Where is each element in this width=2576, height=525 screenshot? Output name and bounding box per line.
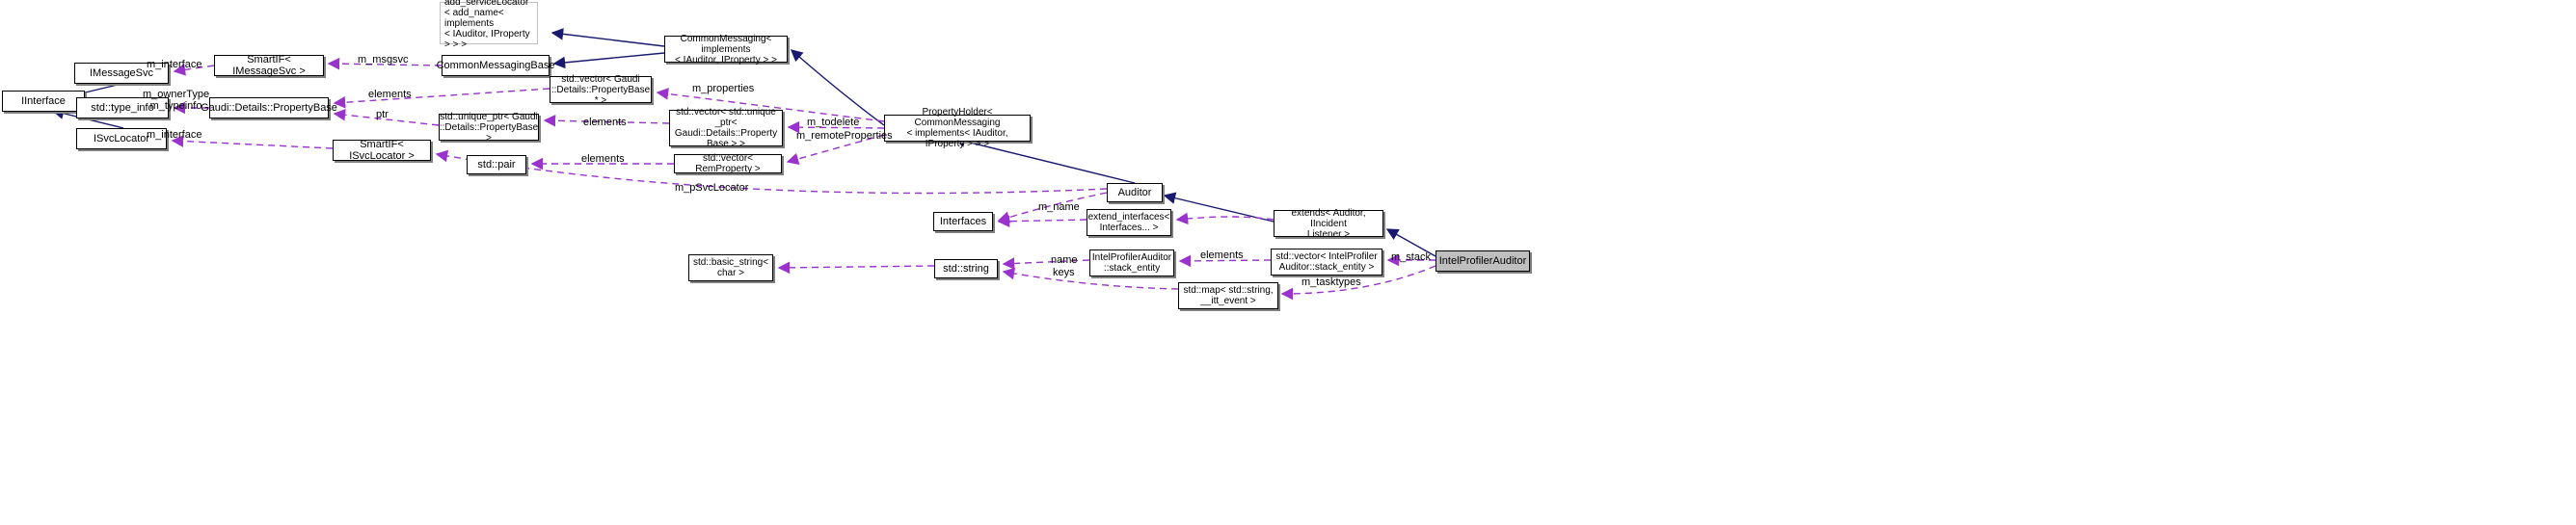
node-extend-interfaces[interactable]: extend_interfaces< Interfaces... > — [1087, 209, 1171, 236]
node-vector-unique-ptr[interactable]: std::vector< std::unique _ptr< Gaudi::De… — [669, 107, 783, 149]
edge-stdstring-basicstring — [777, 261, 935, 275]
edge-label-m-interface-top: m_interface — [147, 59, 202, 70]
edge-label-m-msgsvc: m_msgsvc — [358, 54, 409, 66]
edge-label-m-tasktypes: m_tasktypes — [1301, 276, 1361, 288]
edge-label-name: name — [1051, 254, 1078, 266]
node-smartif-isvclocator[interactable]: SmartIF< ISvcLocator > — [333, 139, 431, 162]
edge-commonmessaging-commonmessagingbase — [552, 52, 665, 69]
node-add-servicelocator[interactable]: add_serviceLocator < add_name< implement… — [440, 0, 538, 50]
node-stack-entity[interactable]: IntelProfilerAuditor ::stack_entity — [1089, 249, 1174, 276]
edge-extends-auditor — [1163, 192, 1275, 223]
edge-propertyholder-commonmessaging — [790, 49, 885, 126]
node-propertyholder[interactable]: PropertyHolder< CommonMessaging < implem… — [884, 107, 1031, 149]
edge-label-ptr: ptr — [376, 109, 389, 120]
node-extends-auditor-iincidentlistener[interactable]: extends< Auditor, IIncident Listener > — [1274, 208, 1383, 240]
edge-label-m-stack: m_stack — [1391, 251, 1431, 263]
node-std-basic-string[interactable]: std::basic_string< char > — [688, 254, 773, 281]
node-map-string-itt-event[interactable]: std::map< std::string, __itt_event > — [1178, 282, 1278, 309]
edge-label-m-ownertype-m-typeinfo: m_ownerType m_typeinfo — [143, 89, 210, 112]
node-intelprofilerauditor[interactable]: IntelProfilerAuditor — [1436, 250, 1530, 272]
edge-label-m-interface-bottom: m_interface — [147, 129, 202, 141]
edge-vecpropertybaseptr-propertybase — [333, 88, 550, 109]
node-smartif-imessagesvc[interactable]: SmartIF< IMessageSvc > — [214, 54, 324, 77]
edge-label-m-name: m_name — [1038, 201, 1080, 213]
node-vector-remproperty[interactable]: std::vector< RemProperty > — [674, 153, 782, 174]
node-iinterface[interactable]: IInterface — [2, 91, 85, 112]
edge-label-elements-pair: elements — [581, 153, 625, 165]
node-commonmessagingbase[interactable]: CommonMessagingBase — [437, 55, 554, 76]
edge-label-elements-uniqueptr: elements — [583, 117, 627, 128]
edge-commonmessaging-addservicelocator — [550, 28, 665, 47]
node-vector-propertybase-ptr[interactable]: std::vector< Gaudi ::Details::PropertyBa… — [550, 73, 652, 106]
edge-label-m-remoteproperties: m_remoteProperties — [796, 130, 893, 142]
edge-label-elements-propertybase: elements — [368, 89, 412, 100]
edge-label-elements-stackentity: elements — [1200, 249, 1244, 261]
edge-extendinterfaces-interfaces — [997, 215, 1087, 228]
node-gaudi-details-propertybase[interactable]: Gaudi::Details::PropertyBase — [201, 97, 337, 118]
edge-label-m-todelete: m_todelete — [807, 117, 860, 128]
node-std-string[interactable]: std::string — [934, 259, 998, 278]
edge-label-m-properties: m_properties — [692, 83, 755, 94]
node-unique-ptr-propertybase[interactable]: std::unique_ptr< Gaudi ::Details::Proper… — [439, 111, 539, 144]
node-imessagesvc[interactable]: IMessageSvc — [74, 63, 169, 84]
node-commonmessaging[interactable]: CommonMessaging< implements < IAuditor, … — [664, 34, 788, 66]
edge-extends-extendinterfaces — [1175, 212, 1275, 225]
edge-smartif-isvclocator-usage — [171, 135, 334, 149]
node-interfaces[interactable]: Interfaces — [933, 212, 993, 231]
node-auditor[interactable]: Auditor — [1107, 183, 1163, 202]
node-std-pair[interactable]: std::pair — [467, 155, 526, 174]
edge-label-m-psvclocator: m_pSvcLocator — [675, 182, 749, 194]
edge-label-keys: keys — [1053, 267, 1075, 278]
node-vector-stack-entity[interactable]: std::vector< IntelProfiler Auditor::stac… — [1271, 249, 1382, 276]
